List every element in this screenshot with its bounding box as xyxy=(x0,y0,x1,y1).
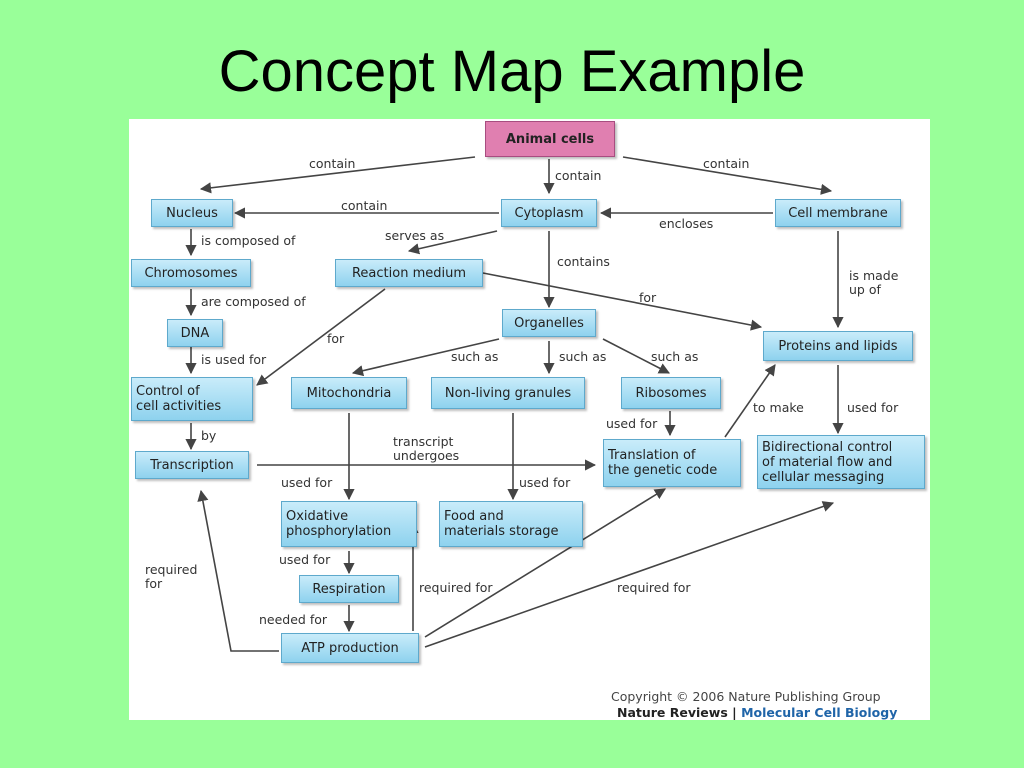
label-contain-membrane: contain xyxy=(703,156,750,171)
node-cytoplasm: Cytoplasm xyxy=(501,199,597,227)
node-reaction-medium: Reaction medium xyxy=(335,259,483,287)
slide-title: Concept Map Example xyxy=(218,39,806,104)
label-required-for-right: required for xyxy=(617,580,691,595)
label-such-as-mito: such as xyxy=(451,349,499,364)
node-atp-production: ATP production xyxy=(281,633,419,663)
label-contain-cytoplasm: contain xyxy=(555,168,602,183)
label-needed-for: needed for xyxy=(259,612,328,627)
edge-organelles-mito xyxy=(351,338,500,377)
label-such-as-granules: such as xyxy=(559,349,607,364)
label-required-for-mid: required for xyxy=(419,580,493,595)
concept-map-edges xyxy=(185,156,844,652)
node-cell-membrane: Cell membrane xyxy=(775,199,901,227)
label-for-control: for xyxy=(327,331,345,346)
node-ribosomes: Ribosomes xyxy=(621,377,721,409)
journal-separator: | xyxy=(727,705,742,720)
label-is-used-for: is used for xyxy=(201,352,267,367)
label-required-for-left: required for xyxy=(145,562,198,591)
edge-reaction-control xyxy=(256,288,386,386)
label-contains: contains xyxy=(557,254,610,269)
edge-animal-nucleus xyxy=(199,156,476,194)
edge-atp-translation xyxy=(424,488,666,638)
node-organelles: Organelles xyxy=(502,309,596,337)
label-is-made-up-of: is made up of xyxy=(849,268,899,297)
node-chromosomes: Chromosomes xyxy=(131,259,251,287)
label-is-composed-of: is composed of xyxy=(201,233,296,248)
node-respiration: Respiration xyxy=(299,575,399,603)
node-dna: DNA xyxy=(167,319,223,347)
journal-credit: Nature Reviews | Molecular Cell Biology xyxy=(617,705,897,720)
concept-map-panel: Animal cells Nucleus Cytoplasm Cell memb… xyxy=(129,119,930,720)
label-such-as-ribosomes: such as xyxy=(651,349,699,364)
label-used-for-mito: used for xyxy=(281,475,333,490)
node-non-living-granules: Non-living granules xyxy=(431,377,585,409)
node-nucleus: Nucleus xyxy=(151,199,233,227)
node-translation-genetic-code: Translation of the genetic code xyxy=(603,439,741,487)
label-by: by xyxy=(201,428,217,443)
node-oxidative-phosphorylation: Oxidative phosphorylation xyxy=(281,501,417,547)
edge-atp-bidirectional xyxy=(424,501,835,648)
label-used-for-proteins: used for xyxy=(847,400,899,415)
label-transcript-undergoes: transcript undergoes xyxy=(393,434,460,463)
label-to-make: to make xyxy=(753,400,804,415)
edge-cytoplasm-reaction xyxy=(407,230,498,255)
label-serves-as: serves as xyxy=(385,228,445,243)
copyright-notice: Copyright © 2006 Nature Publishing Group xyxy=(611,689,881,704)
edge-organelles-ribosomes xyxy=(602,338,670,374)
label-used-for-oxidative: used for xyxy=(279,552,331,567)
label-cytoplasm-nucleus: contain xyxy=(341,198,388,213)
edge-animal-membrane xyxy=(622,156,833,195)
edge-reaction-proteins xyxy=(482,272,763,331)
label-for-proteins: for xyxy=(639,290,657,305)
edge-atp-transcription xyxy=(197,489,279,652)
node-food-materials-storage: Food and materials storage xyxy=(439,501,583,547)
node-proteins-lipids: Proteins and lipids xyxy=(763,331,913,361)
journal-name: Nature Reviews xyxy=(617,705,728,720)
node-bidirectional-control: Bidirectional control of material flow a… xyxy=(757,435,925,489)
edge-translation-proteins xyxy=(724,364,776,438)
node-control-cell-activities: Control of cell activities xyxy=(131,377,253,421)
label-encloses: encloses xyxy=(659,216,714,231)
node-transcription: Transcription xyxy=(135,451,249,479)
node-animal-cells: Animal cells xyxy=(485,121,615,157)
node-mitochondria: Mitochondria xyxy=(291,377,407,409)
journal-section: Molecular Cell Biology xyxy=(741,705,898,720)
label-used-for-granules: used for xyxy=(519,475,571,490)
label-contain-nucleus: contain xyxy=(309,156,356,171)
label-are-composed-of: are composed of xyxy=(201,294,306,309)
label-used-for-ribosomes: used for xyxy=(606,416,658,431)
